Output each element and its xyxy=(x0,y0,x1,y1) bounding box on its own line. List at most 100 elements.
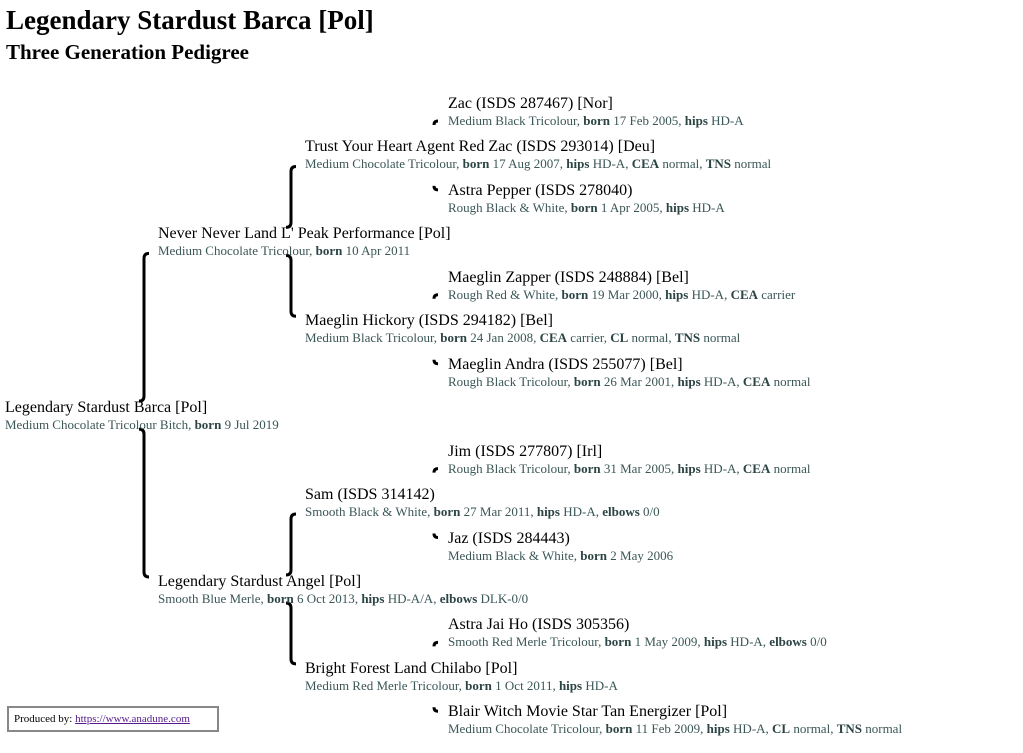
fact-label: hips xyxy=(677,460,701,476)
dog-name: Sam (ISDS 314142) xyxy=(305,486,435,504)
dog-entry: Astra Pepper (ISDS 278040)Rough Black & … xyxy=(448,182,725,216)
fact-value: normal xyxy=(770,373,811,389)
fact-label: born xyxy=(462,156,490,172)
fact-value: HD-A xyxy=(727,634,763,650)
dog-details: Rough Black Tricolour, born 26 Mar 2001,… xyxy=(448,373,811,389)
dog-colour: Medium Chocolate Tricolour xyxy=(305,156,457,172)
dog-name: Legendary Stardust Angel [Pol] xyxy=(158,572,362,590)
fact-label: born xyxy=(605,721,633,737)
fact-value: carrier xyxy=(567,330,604,346)
fact-label: born xyxy=(440,330,467,346)
fact-label: born xyxy=(573,373,601,389)
fact-label: CL xyxy=(610,330,629,346)
fact-label: born xyxy=(465,677,492,693)
dog-colour: Rough Black & White xyxy=(448,199,565,215)
dog-entry: Jaz (ISDS 284443)Medium Black & White, b… xyxy=(448,530,673,564)
fact-value: 0/0 xyxy=(639,504,660,520)
dog-details: Smooth Blue Merle, born 6 Oct 2013, hips… xyxy=(158,590,529,606)
footer-link[interactable]: https://www.anadune.com xyxy=(75,713,190,725)
dog-colour: Rough Red & White xyxy=(448,286,556,302)
dog-colour: Medium Chocolate Tricolour Bitch xyxy=(5,417,189,433)
fact-label: CEA xyxy=(742,373,771,389)
dog-details: Rough Black & White, born 1 Apr 2005, hi… xyxy=(448,199,725,215)
fact-value: 31 Mar 2005 xyxy=(600,460,672,476)
dog-details: Medium Black Tricolour, born 24 Jan 2008… xyxy=(305,330,741,346)
dog-entry: Zac (ISDS 287467) [Nor]Medium Black Tric… xyxy=(448,95,744,129)
dog-entry: Maeglin Zapper (ISDS 248884) [Bel]Rough … xyxy=(448,269,795,303)
footer-credit: Produced by: https://www.anadune.com xyxy=(7,706,219,732)
dog-entry: Legendary Stardust Angel [Pol]Smooth Blu… xyxy=(158,573,528,607)
fact-value: carrier xyxy=(758,286,796,302)
dog-entry: Blair Witch Movie Star Tan Energizer [Po… xyxy=(448,703,902,737)
fact-value: normal xyxy=(790,721,831,737)
pedigree-bracket xyxy=(285,164,297,229)
fact-label: elbows xyxy=(602,504,640,520)
fact-value: normal xyxy=(659,156,700,172)
fact-label: elbows xyxy=(769,634,807,650)
fact-label: hips xyxy=(361,590,385,606)
pedigree-bracket xyxy=(432,707,439,713)
dog-name: Maeglin Hickory (ISDS 294182) [Bel] xyxy=(305,312,553,330)
fact-value: 17 Feb 2005 xyxy=(610,113,679,128)
dog-colour: Medium Chocolate Tricolour xyxy=(158,243,310,259)
fact-value: normal xyxy=(628,330,669,346)
dog-colour: Rough Black Tricolour xyxy=(448,460,568,476)
fact-label: hips xyxy=(706,721,730,737)
dog-colour: Medium Black Tricolour xyxy=(305,330,434,346)
fact-label: CEA xyxy=(631,156,660,172)
dog-name: Astra Jai Ho (ISDS 305356) xyxy=(448,616,630,634)
pedigree-bracket xyxy=(432,293,439,299)
fact-value: 17 Aug 2007 xyxy=(489,156,560,172)
dog-details: Smooth Red Merle Tricolour, born 1 May 2… xyxy=(448,634,827,650)
fact-value: 1 Oct 2011 xyxy=(491,677,553,693)
fact-value: 0/0 xyxy=(806,634,827,650)
pedigree-bracket xyxy=(432,119,439,126)
dog-name: Never Never Land L' Peak Performance [Po… xyxy=(158,225,451,243)
fact-label: hips xyxy=(703,634,728,650)
dog-entry: Never Never Land L' Peak Performance [Po… xyxy=(158,225,451,259)
pedigree-bracket xyxy=(432,640,439,647)
fact-value: HD-A xyxy=(589,156,626,172)
fact-label: hips xyxy=(665,286,689,302)
dog-name: Bright Forest Land Chilabo [Pol] xyxy=(305,659,518,677)
fact-label: born xyxy=(583,113,610,128)
fact-value: HD-A xyxy=(707,113,744,128)
dog-details: Medium Chocolate Tricolour, born 10 Apr … xyxy=(158,243,411,259)
dog-details: Rough Red & White, born 19 Mar 2000, hip… xyxy=(448,286,796,302)
fact-value: HD-A xyxy=(688,286,725,302)
dog-entry: Sam (ISDS 314142)Smooth Black & White, b… xyxy=(305,486,660,520)
fact-value: 11 Feb 2009 xyxy=(632,721,701,737)
fact-value: 6 Oct 2013 xyxy=(293,590,355,606)
dog-entry: Astra Jai Ho (ISDS 305356)Smooth Red Mer… xyxy=(448,616,827,650)
dog-name: Blair Witch Movie Star Tan Energizer [Po… xyxy=(448,703,728,721)
pedigree-bracket xyxy=(432,467,439,473)
fact-label: hips xyxy=(558,677,583,693)
fact-value: HD-A xyxy=(689,199,725,215)
pedigree-bracket xyxy=(285,253,297,318)
dog-details: Medium Chocolate Tricolour, born 11 Feb … xyxy=(448,721,903,737)
fact-value: normal xyxy=(700,330,741,346)
dog-name: Astra Pepper (ISDS 278040) xyxy=(448,181,633,199)
dog-colour: Medium Chocolate Tricolour xyxy=(448,721,600,737)
dog-colour: Medium Red Merle Tricolour xyxy=(305,677,459,693)
fact-label: born xyxy=(573,460,601,476)
pedigree-bracket xyxy=(432,533,439,539)
fact-value: 19 Mar 2000 xyxy=(588,286,659,302)
pedigree-bracket xyxy=(432,185,439,192)
fact-label: born xyxy=(570,199,598,215)
fact-label: born xyxy=(604,634,632,650)
fact-value: 1 May 2009 xyxy=(631,634,698,650)
fact-value: 10 Apr 2011 xyxy=(342,243,411,259)
pedigree-bracket xyxy=(138,251,150,403)
dog-colour: Rough Black Tricolour xyxy=(448,373,568,389)
fact-label: hips xyxy=(536,504,560,520)
fact-value: HD-A xyxy=(582,677,618,693)
fact-value: HD-A xyxy=(559,504,596,520)
page-subtitle: Three Generation Pedigree xyxy=(6,40,249,64)
dog-details: Medium Chocolate Tricolour Bitch, born 9… xyxy=(5,417,279,433)
fact-label: TNS xyxy=(836,721,862,737)
fact-label: TNS xyxy=(674,330,701,346)
dog-name: Legendary Stardust Barca [Pol] xyxy=(5,399,208,417)
dog-colour: Smooth Red Merle Tricolour xyxy=(448,634,599,650)
